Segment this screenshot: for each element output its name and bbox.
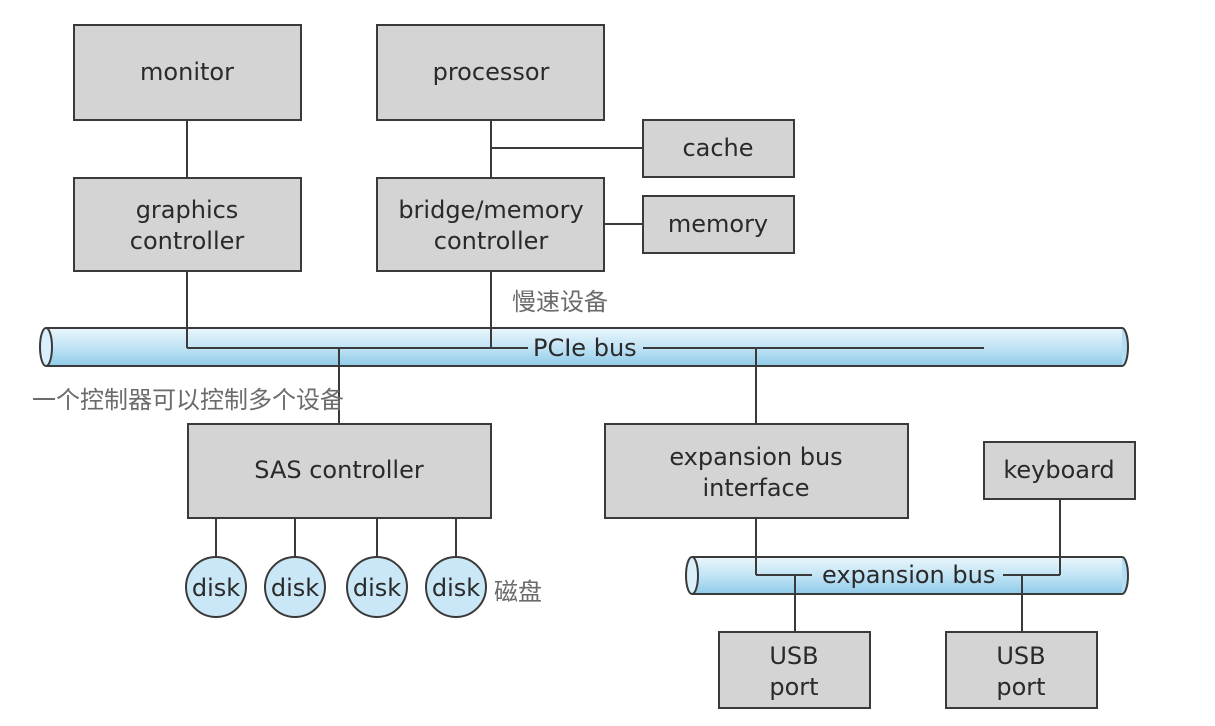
pcie-bus-label: PCIe bus xyxy=(533,334,637,362)
cache-label: cache xyxy=(682,134,753,162)
expansion-bus-interface-box: expansion bus interface xyxy=(604,423,909,519)
disk-3: disk xyxy=(346,556,408,618)
pcie-bus: PCIe bus xyxy=(39,327,1129,367)
graphics-controller-label-line1: graphics xyxy=(136,196,239,224)
memory-box: memory xyxy=(642,195,795,254)
slow-devices-annotation: 慢速设备 xyxy=(512,288,608,316)
expansion-bus-label: expansion bus xyxy=(822,561,995,589)
disk-1: disk xyxy=(185,556,247,618)
expansion-interface-label-line2: interface xyxy=(702,474,809,502)
pcie-connections xyxy=(186,271,757,424)
usb-port-1-label-line2: port xyxy=(769,673,818,701)
disk-2-label: disk xyxy=(271,574,319,602)
usb-port-1-label-line1: USB xyxy=(769,642,818,670)
disk-connections xyxy=(215,518,457,560)
keyboard-box: keyboard xyxy=(983,441,1136,500)
disk-4-label: disk xyxy=(432,574,480,602)
bridge-memory-controller-box: bridge/memory controller xyxy=(376,177,605,272)
disk-annotation: 磁盘 xyxy=(494,578,542,606)
connections xyxy=(186,120,643,225)
expansion-bus: expansion bus xyxy=(685,556,1129,595)
graphics-controller-label-line2: controller xyxy=(130,227,245,255)
sas-controller-label: SAS controller xyxy=(254,456,424,484)
disk-1-label: disk xyxy=(192,574,240,602)
usb-port-2-label-line1: USB xyxy=(996,642,1045,670)
disk-3-label: disk xyxy=(353,574,401,602)
bridge-controller-label-line2: controller xyxy=(434,227,549,255)
usb-port-box-1: USB port xyxy=(718,631,871,709)
monitor-label: monitor xyxy=(140,58,234,86)
expansion-interface-label-line1: expansion bus xyxy=(669,443,842,471)
bridge-controller-label-line1: bridge/memory xyxy=(398,196,583,224)
processor-label: processor xyxy=(433,58,550,86)
disk-4: disk xyxy=(425,556,487,618)
monitor-box: monitor xyxy=(73,24,302,121)
expansion-connections xyxy=(755,499,1061,632)
usb-port-2-label-line2: port xyxy=(996,673,1045,701)
cache-box: cache xyxy=(642,119,795,178)
disk-2: disk xyxy=(264,556,326,618)
memory-label: memory xyxy=(668,210,768,238)
sas-controller-box: SAS controller xyxy=(187,423,492,519)
usb-port-box-2: USB port xyxy=(945,631,1098,709)
keyboard-label: keyboard xyxy=(1003,456,1114,484)
graphics-controller-box: graphics controller xyxy=(73,177,302,272)
one-controller-many-devices-annotation: 一个控制器可以控制多个设备 xyxy=(32,386,344,414)
processor-box: processor xyxy=(376,24,605,121)
